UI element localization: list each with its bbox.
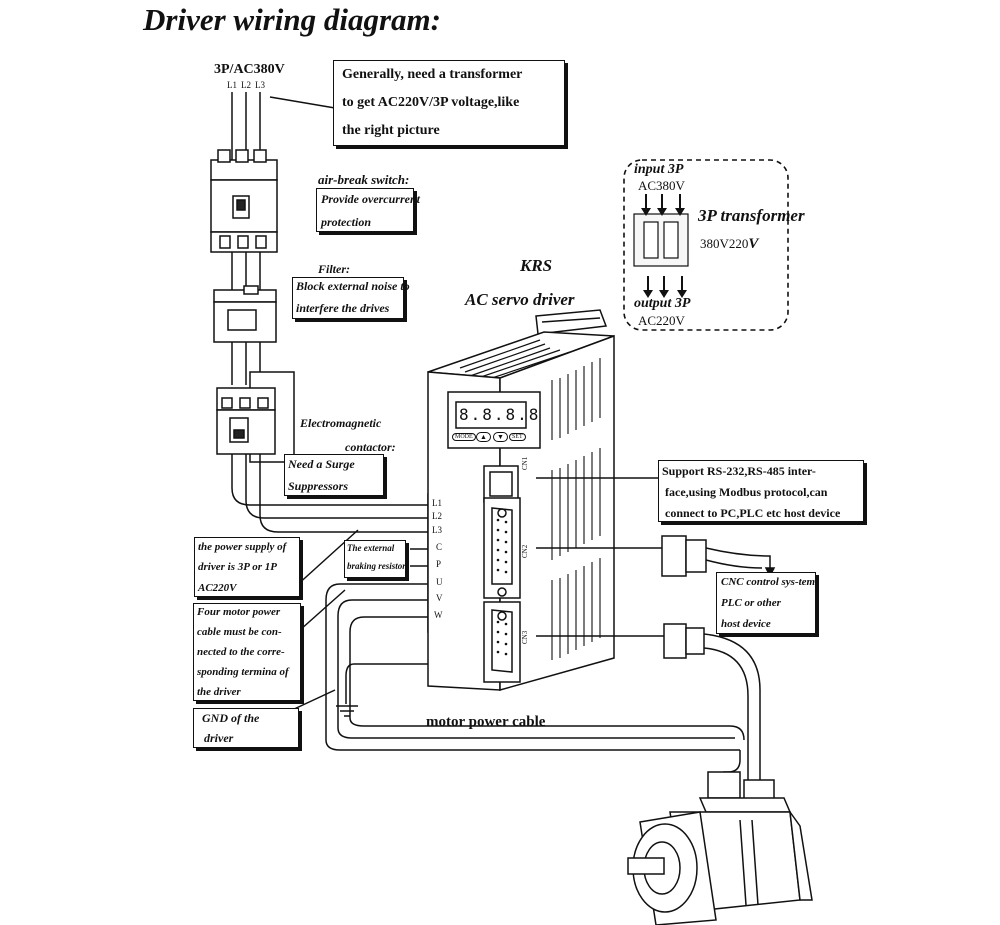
transformer-input-voltage: AC380V [638, 178, 685, 193]
contactor-title-2: contactor: [345, 440, 396, 454]
electromagnetic-contactor [216, 371, 295, 463]
note-power-supply-line: the power supply of [198, 541, 287, 553]
panel-button-down: ▼ [493, 432, 508, 442]
note-cnc-box: CNC control sys-tem, PLC or other host d… [716, 572, 818, 634]
note-motor-cable-line: cable must be con- [197, 626, 282, 638]
servo-motor [627, 771, 813, 925]
contactor-desc-line: Suppressors [288, 479, 349, 493]
note-power-supply-line: driver is 3P or 1P [198, 561, 278, 573]
airbreak-title: air-break switch: [318, 172, 410, 187]
supply-l1-label: L1 [227, 80, 237, 90]
note-gnd-line: driver [204, 731, 234, 745]
note-motor-cable-line: the driver [197, 686, 241, 698]
driver-brand: KRS [520, 256, 553, 275]
airbreak-desc-line: protection [321, 215, 371, 229]
note-rs232-line: connect to PC,PLC etc host device [665, 506, 841, 520]
terminal-label-l1: L1 [432, 498, 442, 508]
supply-l3-label: L3 [255, 80, 265, 90]
note-transformer-line: Generally, need a transformer [342, 67, 523, 82]
airbreak-desc-line: Provide overcurrent [321, 192, 420, 206]
transformer-ratio-b: V [748, 236, 759, 252]
note-power-supply-line: AC220V [198, 582, 237, 594]
motor-power-cable-label: motor power cable [426, 714, 546, 730]
note-rs232-line: Support RS-232,RS-485 inter- [662, 464, 816, 478]
note-cnc-line: PLC or other [721, 597, 781, 609]
filter-unit [213, 285, 277, 343]
note-gnd-box: GND of the driver [193, 708, 299, 748]
panel-button-up: ▲ [476, 432, 491, 442]
note-transformer-box: Generally, need a transformer to get AC2… [333, 60, 565, 146]
cn3-connector-plug [663, 623, 761, 800]
note-motor-cable-line: sponding termina of [197, 666, 289, 678]
terminal-label-u: U [436, 577, 443, 587]
note-brake-box: The external braking resistor [344, 540, 406, 578]
terminal-label-l2: L2 [432, 511, 442, 521]
transformer-input-label: input 3P [634, 162, 684, 177]
air-break-switch [210, 149, 278, 253]
contactor-title: Electromagnetic [300, 416, 382, 430]
note-brake-line: The external [347, 543, 395, 553]
note-power-supply-box: the power supply of driver is 3P or 1P A… [194, 537, 300, 597]
contactor-desc-line: Need a Surge [288, 457, 355, 471]
note-rs232-box: Support RS-232,RS-485 inter- face,using … [658, 460, 864, 522]
port-label-cn1: CN1 [521, 456, 529, 470]
filter-desc-line: Block external noise to [296, 279, 410, 293]
note-gnd-line: GND of the [202, 711, 260, 725]
driver-display: 8.8.8.8 [459, 405, 541, 424]
note-transformer-line: to get AC220V/3P voltage,like [342, 95, 520, 110]
note-transformer-line: the right picture [342, 123, 440, 138]
note-brake-line: braking resistor [347, 561, 406, 571]
panel-button-set: SET [509, 433, 526, 441]
filter-title: Filter: [318, 262, 350, 276]
note-motor-cable-line: nected to the corre- [197, 646, 285, 658]
port-label-cn3: CN3 [521, 630, 529, 644]
transformer-output-voltage: AC220V [638, 313, 685, 328]
transformer-title: 3P transformer [698, 206, 805, 225]
airbreak-note-box: Provide overcurrent protection [316, 188, 420, 232]
transformer-output-label: output 3P [634, 296, 691, 311]
transformer-ratio: 380V220V [700, 236, 758, 253]
terminal-label-l3: L3 [432, 525, 442, 535]
filter-note-box: Block external noise to interfere the dr… [292, 277, 410, 319]
filter-desc-line: interfere the drives [296, 301, 390, 315]
cn2-connector-plug [661, 535, 776, 578]
note-motor-cable-line: Four motor power [197, 606, 281, 618]
note-motor-cable-box: Four motor power cable must be con- nect… [193, 603, 301, 701]
supply-label: 3P/AC380V [214, 62, 285, 77]
note-rs232-line: face,using Modbus protocol,can [665, 485, 828, 499]
contactor-note-box: Need a Surge Suppressors [284, 454, 384, 496]
terminal-label-p: P [436, 559, 442, 569]
terminal-label-v: V [436, 593, 443, 603]
note-cnc-line: CNC control sys-tem, [721, 576, 818, 588]
note-cnc-line: host device [721, 618, 771, 630]
panel-button-mode: MODE [452, 433, 476, 441]
driver-name: AC servo driver [465, 290, 575, 309]
page-title: Driver wiring diagram: [143, 2, 441, 37]
terminal-label-c: C [436, 542, 443, 552]
port-label-cn2: CN2 [521, 544, 529, 558]
transformer-ratio-a: 380V220 [700, 236, 749, 251]
supply-l2-label: L2 [241, 80, 251, 90]
transformer-sketch [633, 213, 689, 267]
terminal-label-w: W [434, 610, 443, 620]
